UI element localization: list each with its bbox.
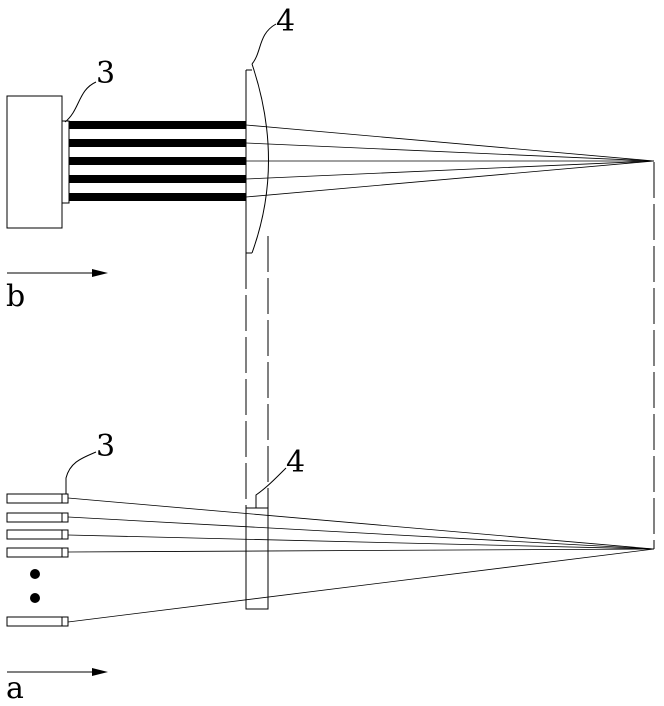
top-rays <box>246 125 654 197</box>
arrowhead-a <box>92 668 108 676</box>
ray <box>68 517 654 549</box>
ray <box>68 549 654 552</box>
fiber <box>7 513 68 522</box>
fiber-bar <box>69 175 246 183</box>
fiber <box>7 548 68 557</box>
laser-housing <box>7 96 62 228</box>
ray <box>246 143 654 161</box>
top-view: 3 4 b <box>6 4 654 314</box>
label-3-top: 3 <box>96 56 115 91</box>
projection-lines <box>246 162 654 549</box>
ray <box>246 161 654 179</box>
leader-line-3-top <box>65 82 96 122</box>
label-b: b <box>6 279 25 314</box>
ray <box>68 498 654 549</box>
ellipsis-dot <box>30 593 40 603</box>
fiber <box>7 494 68 503</box>
ray <box>68 535 654 549</box>
label-4-top: 4 <box>276 4 295 39</box>
fiber-bar <box>69 121 246 129</box>
fiber-bar <box>69 157 246 165</box>
fiber <box>7 530 68 539</box>
fiber-bundle <box>69 121 246 201</box>
label-4-bottom: 4 <box>286 445 305 480</box>
ellipsis-dot <box>30 569 40 579</box>
fiber-array <box>7 494 68 626</box>
arrowhead-b <box>92 269 108 277</box>
fiber <box>7 617 68 626</box>
leader-line-3-bottom <box>66 452 96 494</box>
label-a: a <box>6 671 24 706</box>
fiber-bar <box>69 193 246 201</box>
fiber-bar <box>69 139 246 147</box>
ray <box>246 125 654 161</box>
bottom-view: 3 4 a <box>6 429 654 706</box>
bottom-rays <box>68 498 654 622</box>
leader-line-4-bottom <box>256 468 286 508</box>
lens-curved-surface <box>252 64 269 253</box>
leader-line-4-top <box>252 24 276 64</box>
lens-plate <box>246 508 268 609</box>
label-3-bottom: 3 <box>96 429 115 464</box>
ray <box>246 161 654 197</box>
fiber-coupler <box>62 121 69 203</box>
ray <box>68 549 654 622</box>
